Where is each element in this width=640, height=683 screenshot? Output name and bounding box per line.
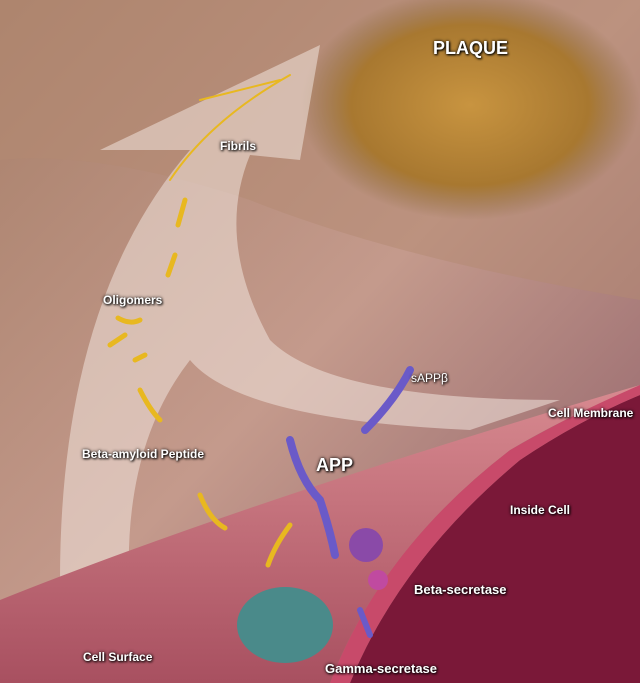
amyloid-peptides [107,74,293,568]
cell-surface-label: Cell Surface [83,650,153,664]
beta-secretase-protein [349,528,383,562]
beta-amyloid-peptide-label: Beta-amyloid Peptide [82,447,205,461]
cell-membrane-label: Cell Membrane [548,406,634,420]
gamma-secretase-label: Gamma-secretase [325,661,438,676]
inside-cell [350,395,640,683]
inside-cell-label: Inside Cell [510,503,571,517]
sappb-label: sAPPβ [411,371,448,385]
fibrils-label: Fibrils [220,139,257,153]
oligomers-label: Oligomers [103,293,163,307]
plaque-cluster [300,0,640,220]
cell-membrane [330,385,640,683]
cell-surface [0,385,640,683]
aggregation-arrow [60,45,560,600]
beta-secretase-label: Beta-secretase [414,582,507,597]
gamma-secretase-protein [237,587,333,663]
app-proteins [286,366,414,638]
app-label: APP [316,455,354,475]
plaque-label: PLAQUE [433,38,509,58]
